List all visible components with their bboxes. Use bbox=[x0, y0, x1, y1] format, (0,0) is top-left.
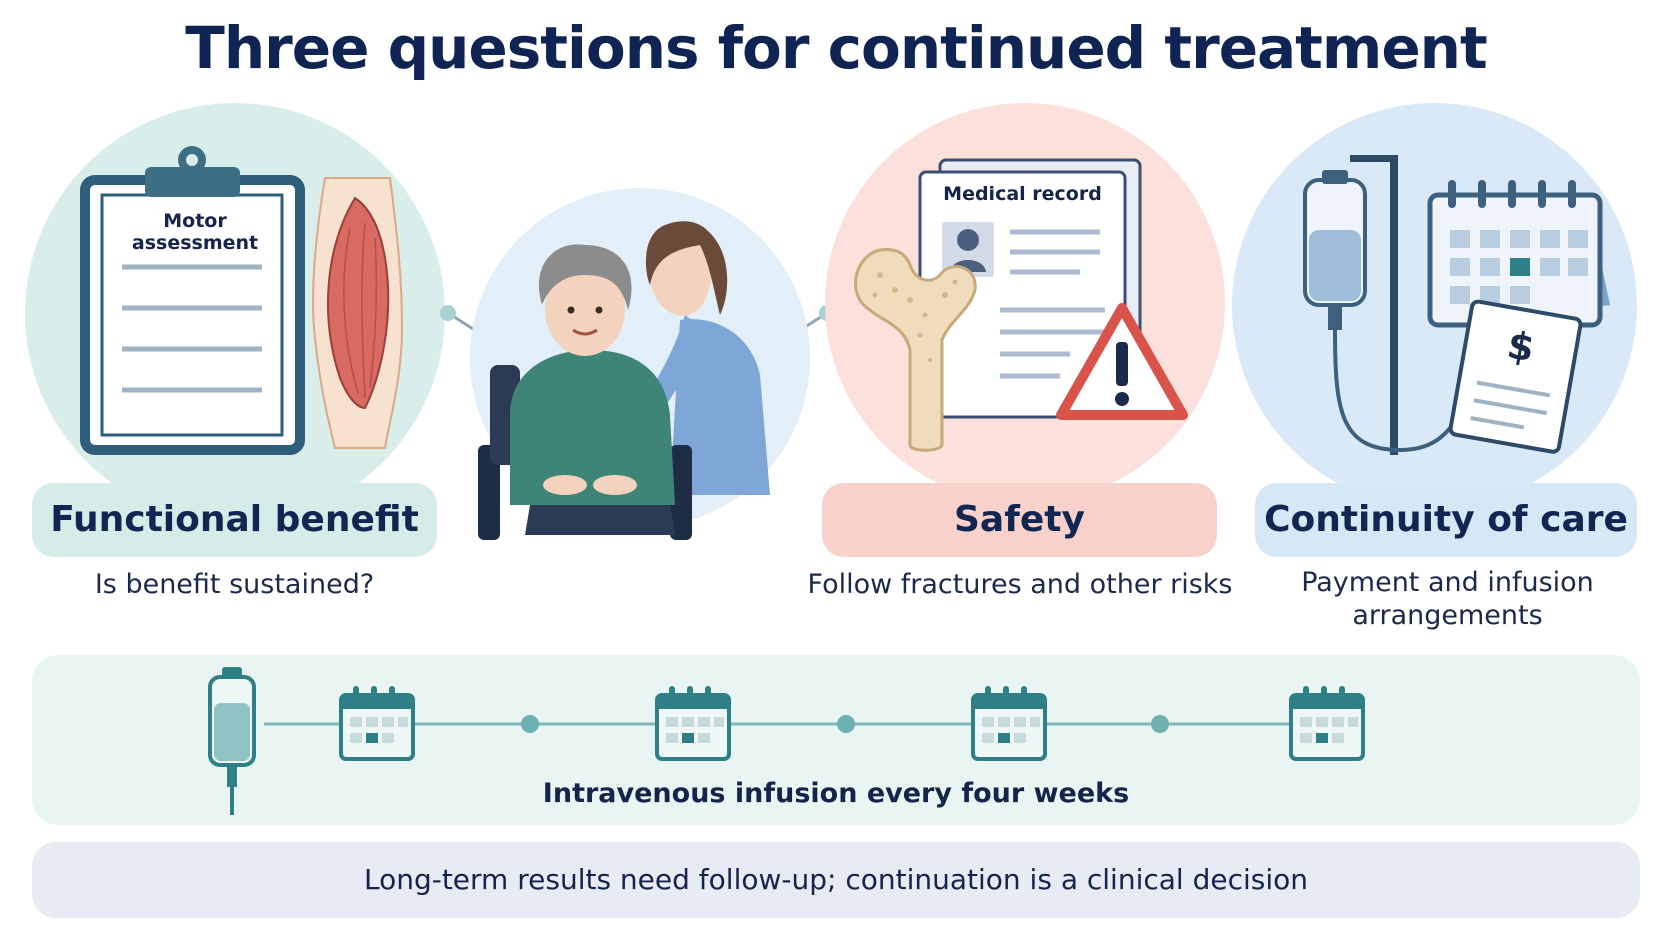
calendar-icon-4 bbox=[1289, 686, 1365, 761]
timeline-dot-3 bbox=[1151, 715, 1169, 733]
continuity-question-line-2: arrangements bbox=[1352, 600, 1543, 631]
timeline-label: Intravenous infusion every four weeks bbox=[542, 778, 1130, 809]
infusion-timeline bbox=[208, 667, 1302, 815]
timeline-band bbox=[32, 655, 1640, 825]
medical-record-card bbox=[918, 158, 1142, 419]
calendar-icon-3 bbox=[971, 686, 1047, 761]
footer-note: Long-term results need follow-up; contin… bbox=[32, 842, 1640, 918]
safety-question: Follow fractures and other risks bbox=[807, 569, 1233, 600]
continuity-heading: Continuity of care bbox=[1255, 483, 1637, 557]
warning-icon bbox=[1056, 303, 1188, 420]
calendar-icon-1 bbox=[339, 686, 415, 761]
medical-record-label: Medical record bbox=[943, 183, 1102, 205]
calendar-icon-2 bbox=[655, 686, 731, 761]
motor-assessment-label: Motor assessment bbox=[131, 210, 259, 254]
timeline-iv-bag-icon bbox=[208, 667, 256, 815]
continuity-question-line-1: Payment and infusion bbox=[1301, 567, 1594, 598]
functional-benefit-heading: Functional benefit bbox=[32, 483, 437, 557]
safety-heading: Safety bbox=[822, 483, 1217, 557]
functional-benefit-question: Is benefit sustained? bbox=[94, 569, 375, 600]
clipboard-icon bbox=[80, 146, 305, 455]
muscle-icon bbox=[312, 177, 404, 449]
patient-caregiver-illustration bbox=[478, 221, 770, 540]
page-title: Three questions for continued treatment bbox=[185, 14, 1487, 82]
timeline-dot-2 bbox=[837, 715, 855, 733]
femur-bone-icon bbox=[854, 248, 977, 452]
iv-bag-calendar-illustration: $ bbox=[1303, 155, 1610, 455]
timeline-dot-1 bbox=[521, 715, 539, 733]
